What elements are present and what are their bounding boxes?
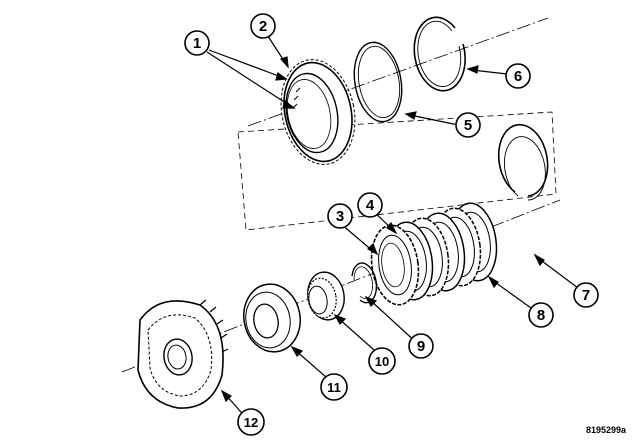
snap-ring-7 [497,123,549,201]
callout-9-label: 9 [417,338,425,355]
snap-ring-6 [413,16,466,92]
callout-12-label: 12 [244,415,258,430]
leader-lines [206,29,583,421]
piston-11 [243,283,301,353]
clutch-pack-plates [370,202,498,306]
callout-2: 2 [250,13,276,39]
clutch-housing-12 [137,299,229,409]
callout-6-label: 6 [514,68,522,85]
callout-4: 4 [357,192,383,218]
snap-ring-5 [353,41,403,123]
callout-4-label: 4 [366,197,375,214]
callout-6: 6 [505,63,531,89]
callout-5: 5 [455,112,481,138]
callout-3: 3 [327,203,353,229]
figure-code: 8195299a [585,425,626,435]
callout-8-label: 8 [537,307,545,324]
callout-11-label: 11 [327,380,341,395]
callout-7-label: 7 [582,287,590,304]
callout-10-label: 10 [375,354,389,369]
callout-8: 8 [528,302,554,328]
callout-1: 1 [184,30,210,56]
callout-2-label: 2 [259,18,267,35]
callout-1-label: 1 [193,35,201,52]
callout-9: 9 [408,333,434,359]
callout-12: 12 [237,408,265,436]
callout-11: 11 [320,373,348,401]
callout-3-label: 3 [336,208,344,225]
callout-7: 7 [573,282,599,308]
return-spring-assembly-10 [307,271,345,321]
clutch-retainer-ring [280,59,356,165]
callout-5-label: 5 [464,117,472,134]
callout-10: 10 [368,347,396,375]
group-outline [237,111,557,231]
